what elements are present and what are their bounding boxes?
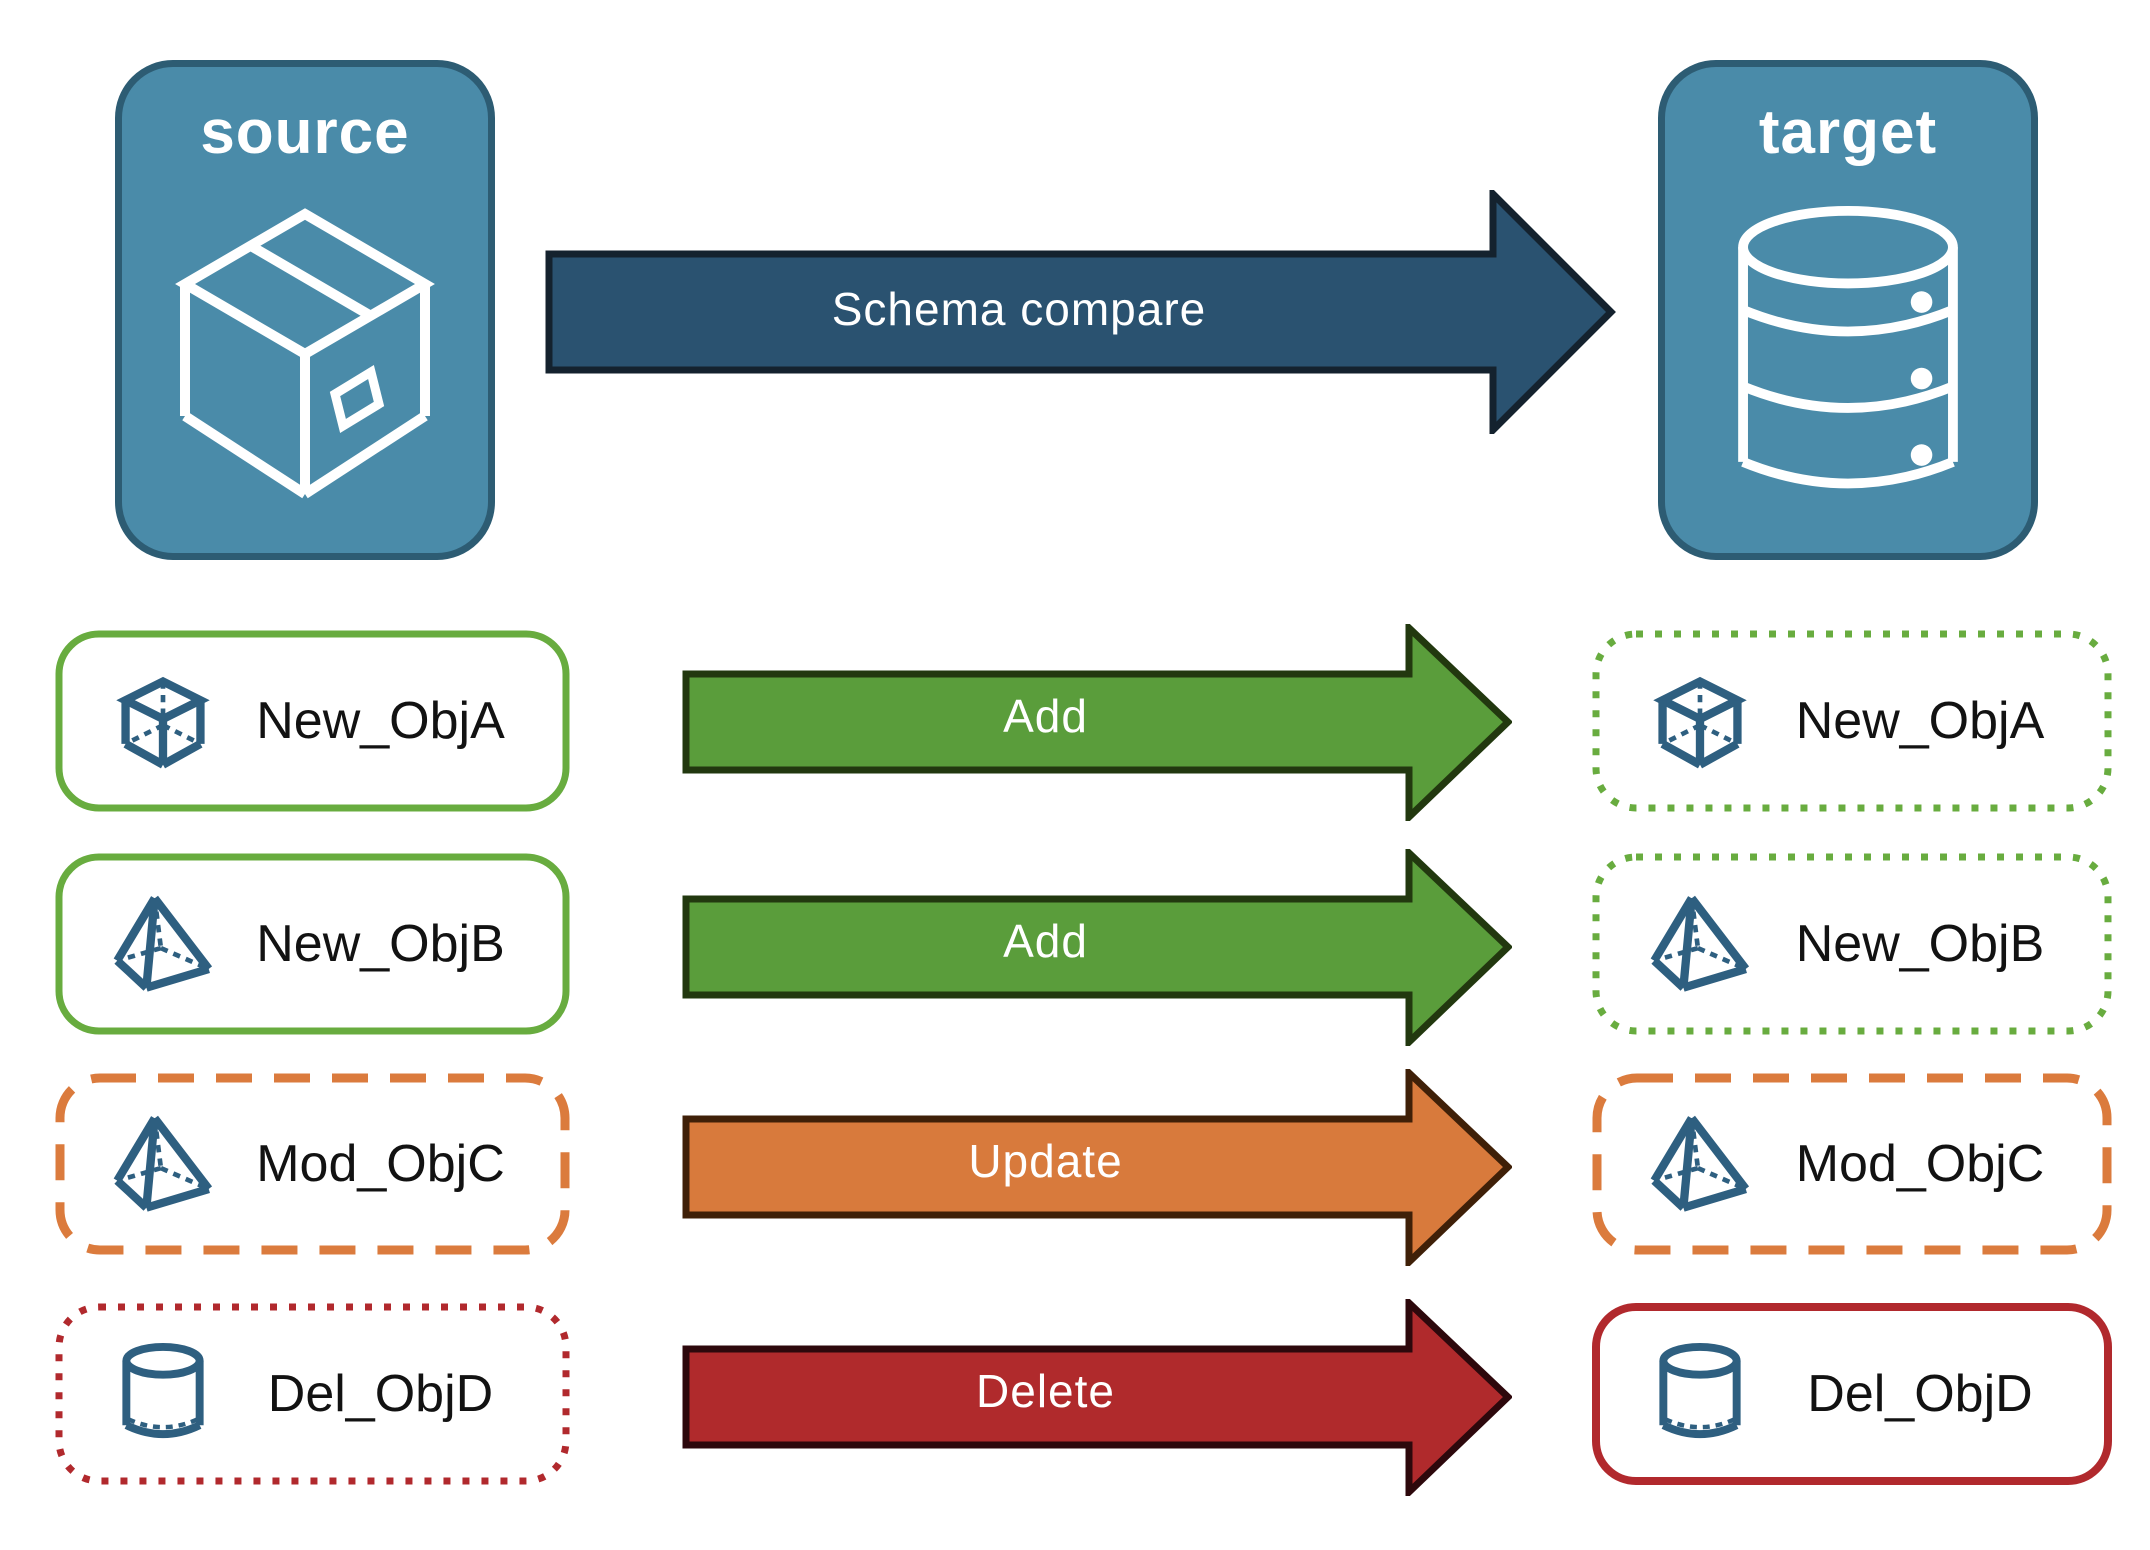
object-name-label: New_ObjB [1795, 915, 2045, 973]
source-panel: source [115, 60, 495, 560]
delete-arrow [682, 1299, 1512, 1496]
source-object-card-del-objd: Del_ObjD [55, 1303, 570, 1485]
object-name-label: New_ObjA [256, 692, 505, 750]
cube-icon [1653, 676, 1747, 769]
target-object-card-new-objb: New_ObjB [1592, 853, 2112, 1035]
source-object-card-new-objb: New_ObjB [55, 853, 570, 1035]
object-name-label: Del_ObjD [1807, 1365, 2033, 1423]
pyramid-icon [113, 1115, 213, 1212]
object-name-label: New_ObjB [256, 915, 505, 973]
pyramid-icon [1650, 1115, 1750, 1212]
package-box-icon [175, 208, 435, 499]
source-object-card-new-obja: New_ObjA [55, 630, 570, 812]
object-name-label: New_ObjA [1795, 692, 2045, 750]
pyramid-icon [113, 895, 213, 992]
cylinder-icon [122, 1342, 204, 1438]
add-arrow-2 [682, 849, 1512, 1046]
source-object-card-mod-objc: Mod_ObjC [55, 1073, 570, 1255]
source-panel-title: source [200, 98, 410, 167]
cube-icon [116, 676, 210, 769]
database-icon [1738, 205, 1958, 489]
pyramid-icon [1650, 895, 1750, 992]
target-object-card-mod-objc: Mod_ObjC [1592, 1073, 2112, 1255]
object-name-label: Del_ObjD [267, 1365, 494, 1423]
add-arrow-1 [682, 624, 1512, 821]
cylinder-icon [1659, 1342, 1741, 1438]
target-panel: target [1658, 60, 2038, 560]
target-object-card-new-obja: New_ObjA [1592, 630, 2112, 812]
object-name-label: Mod_ObjC [256, 1135, 505, 1193]
target-object-card-del-objd: Del_ObjD [1592, 1303, 2112, 1485]
schema-compare-arrow [545, 190, 1616, 434]
target-panel-title: target [1758, 98, 1938, 167]
update-arrow [682, 1069, 1512, 1266]
object-name-label: Mod_ObjC [1795, 1135, 2045, 1193]
